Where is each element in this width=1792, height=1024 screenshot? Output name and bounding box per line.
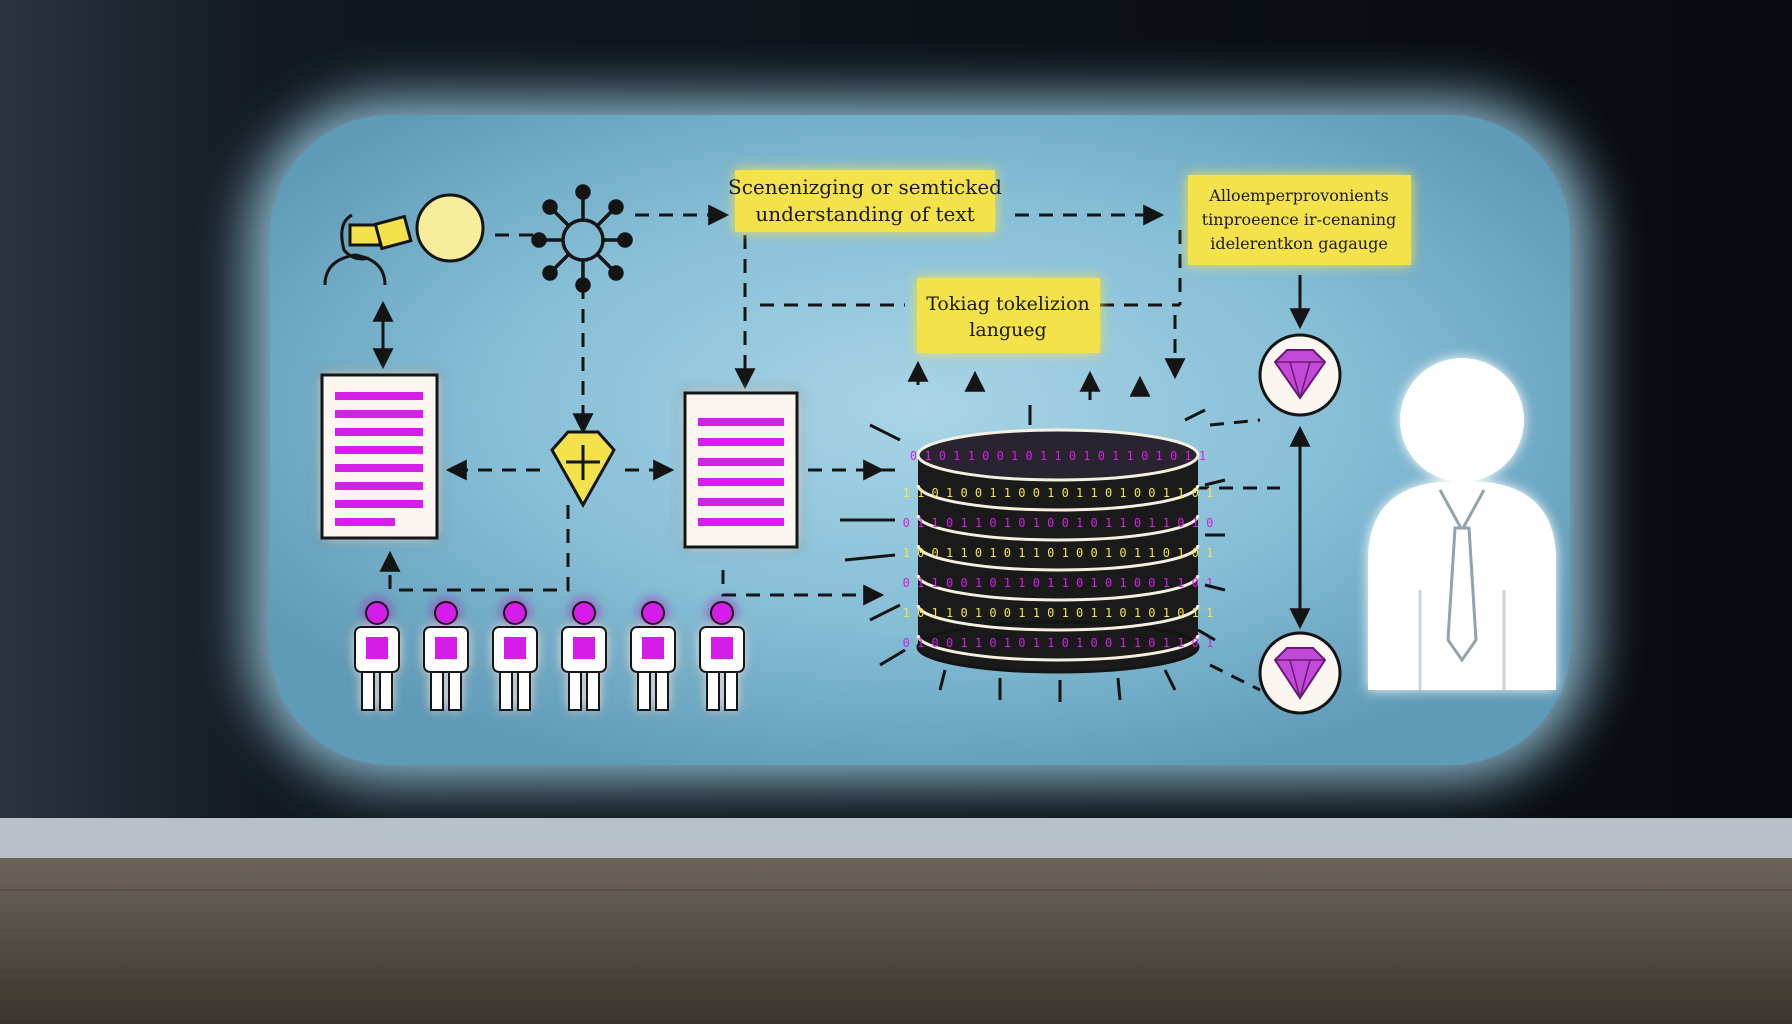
baseboard [0, 818, 1792, 858]
semantic-note-line-2: understanding of text [755, 202, 974, 226]
solid-arrows [372, 275, 1311, 630]
diamond-gem-icon [550, 430, 616, 509]
purple-gem-icon [1258, 333, 1342, 417]
db-glyphs-5: 0 1 1 0 0 1 0 1 1 0 1 1 0 1 0 1 0 0 1 1 … [903, 576, 1214, 590]
person-icon [699, 601, 745, 711]
projection-screen [270, 115, 1570, 765]
improvements-note-line-1: Alloemperprovonients [1208, 186, 1388, 205]
connectors [379, 204, 1280, 692]
businessman-icon [1368, 358, 1556, 690]
floor [0, 858, 1792, 1024]
purple-gem-icon-2 [1258, 631, 1342, 715]
tokenization-note-line-2: langueg [969, 319, 1046, 341]
db-glyphs-3: 0 1 1 0 1 1 0 1 0 1 0 0 1 0 1 1 0 1 1 0 … [903, 516, 1214, 530]
database-cylinder-icon: 0 1 0 1 1 0 0 1 0 1 1 0 1 0 1 1 0 1 0 1 … [840, 405, 1226, 702]
semantic-note-line-1: Scenenizging or semticked [728, 175, 1002, 199]
improvements-note-line-2: tinproeence ir-cenaning [1202, 210, 1397, 229]
person-icon [630, 601, 676, 711]
document-icon [320, 373, 439, 540]
user-with-magnifier-icon [323, 193, 485, 286]
db-glyphs-7: 0 1 0 0 1 1 0 1 0 1 1 0 1 0 0 1 1 0 1 1 … [903, 636, 1214, 650]
person-icon [423, 601, 469, 711]
tokenization-note: Tokiag tokelizion langueg [917, 278, 1100, 353]
db-glyphs-6: 1 0 1 1 0 1 0 0 1 1 0 1 0 1 1 0 1 0 1 0 … [903, 606, 1214, 620]
semantic-note: Scenenizging or semticked understanding … [728, 170, 1002, 232]
improvements-note: Alloemperprovonients tinproeence ir-cena… [1188, 175, 1411, 265]
db-glyphs-2: 1 1 0 1 0 0 1 1 0 0 1 0 1 1 0 1 0 0 1 1 … [903, 486, 1214, 500]
document-icon-2 [683, 391, 799, 549]
person-icon [492, 601, 538, 711]
network-hub-icon [531, 184, 633, 293]
db-glyphs-4: 1 0 0 1 1 0 1 0 1 1 0 1 0 0 1 0 1 1 0 1 … [903, 546, 1214, 560]
db-glyphs-1: 0 1 0 1 1 0 0 1 0 1 1 0 1 0 1 1 0 1 0 1 … [910, 449, 1206, 463]
improvements-note-line-3: idelerentkon gagauge [1210, 234, 1388, 253]
people-row [354, 601, 745, 711]
floor-planks [0, 889, 1792, 976]
person-icon [354, 601, 400, 711]
db-radiating-lines [840, 405, 1226, 702]
tokenization-note-line-1: Tokiag tokelizion [926, 293, 1090, 315]
person-icon [561, 601, 607, 711]
